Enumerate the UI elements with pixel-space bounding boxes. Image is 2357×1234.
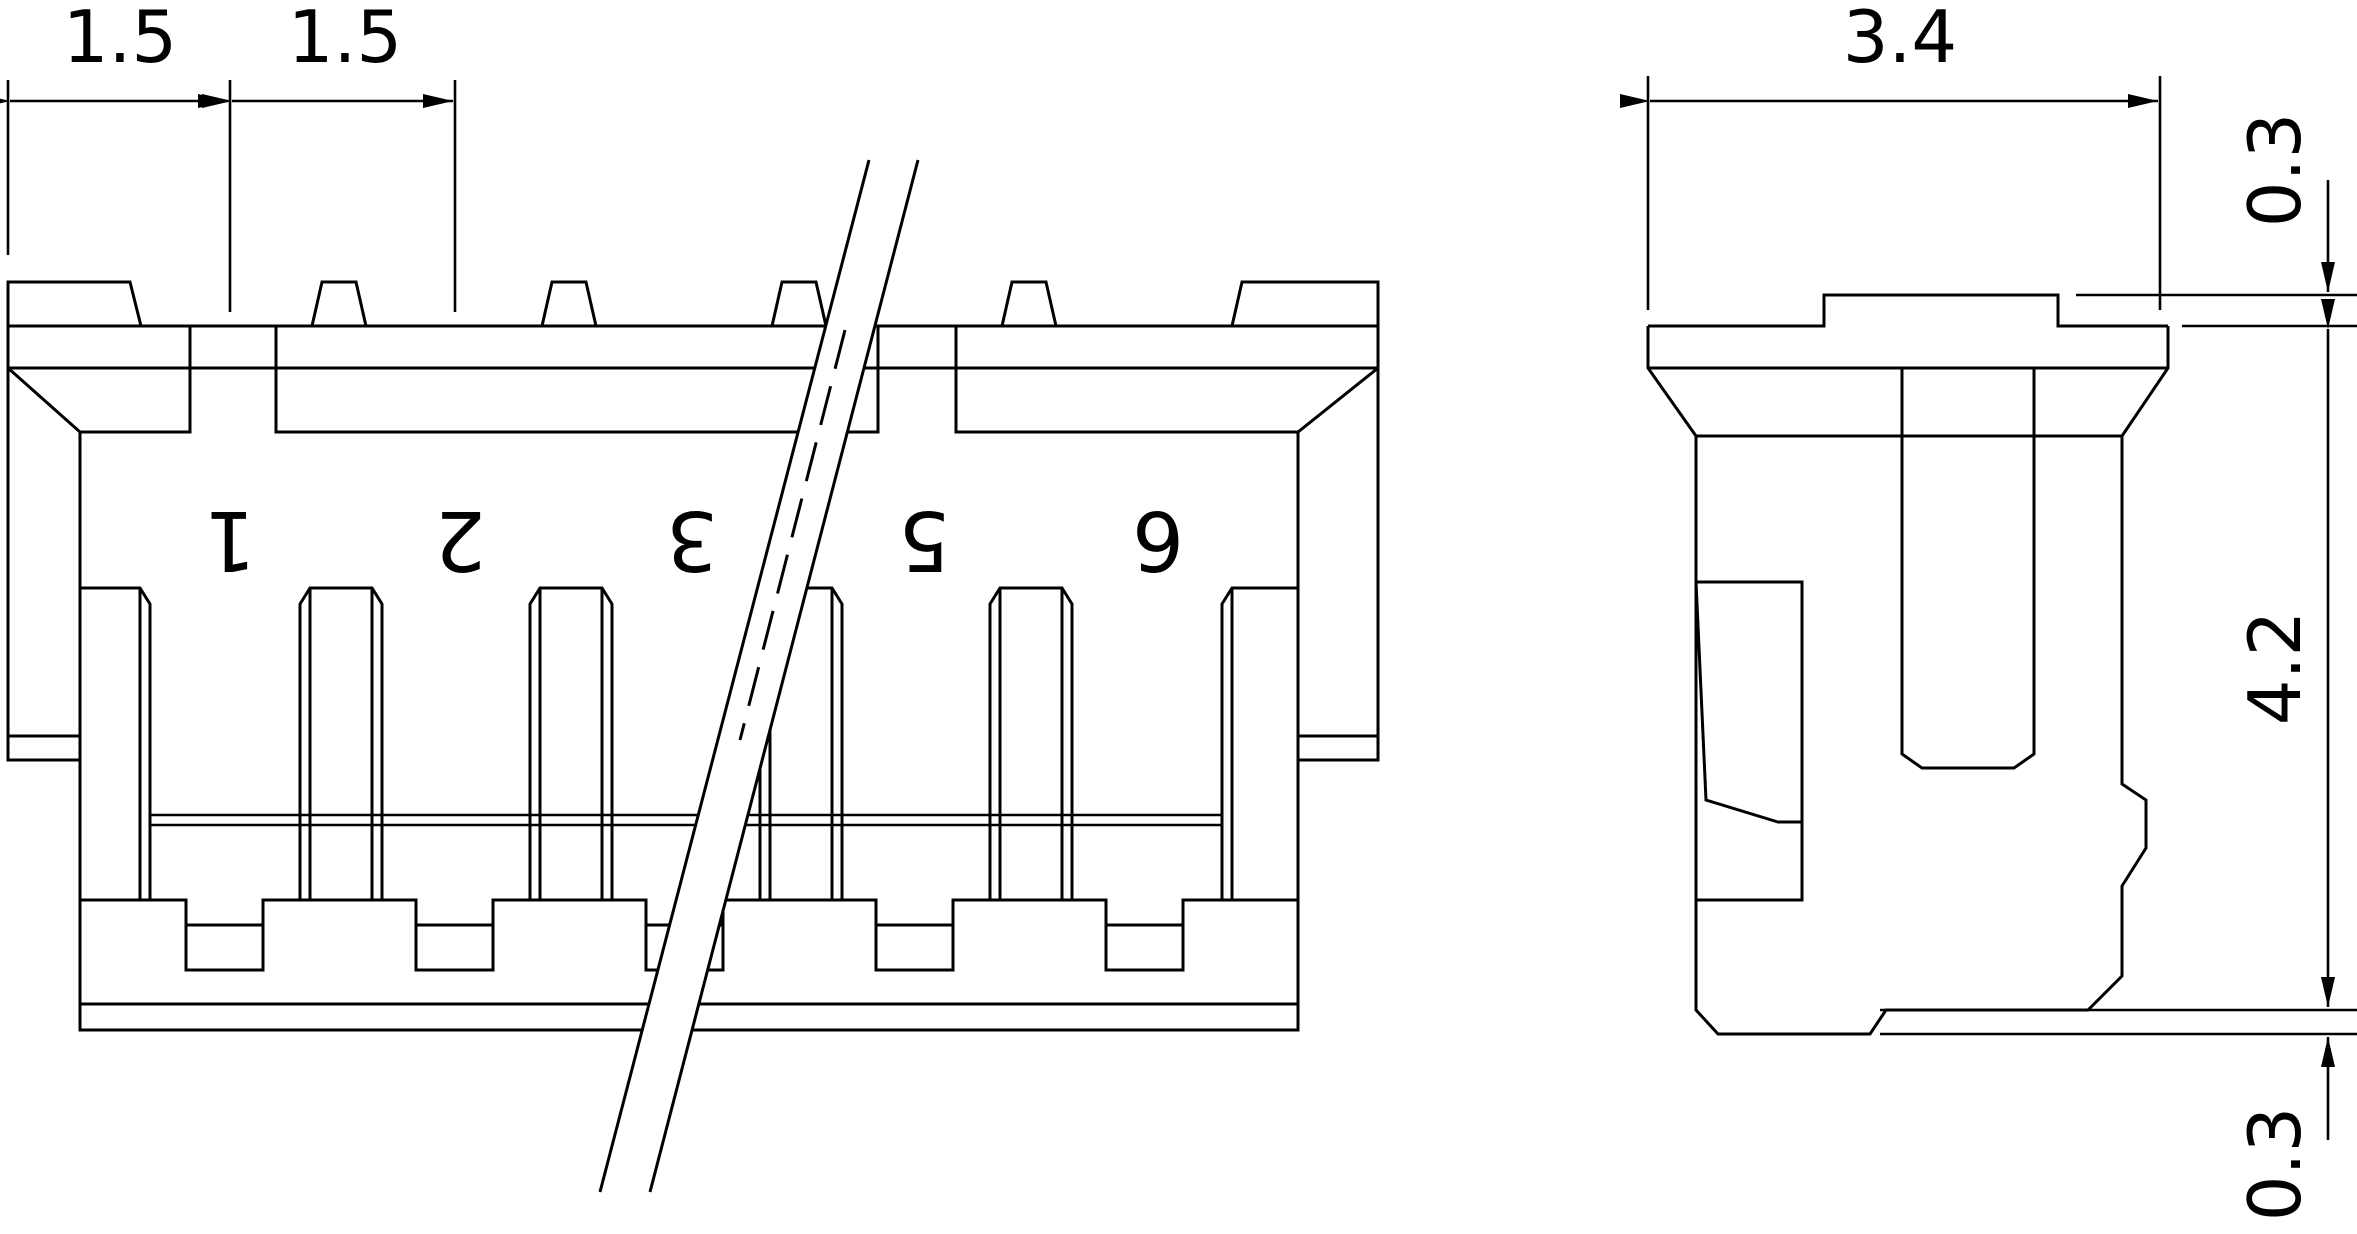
break-line-right (648, 159, 920, 1193)
dim-pitch-1: 1.5 (63, 0, 178, 79)
upper-housing (6, 326, 1380, 434)
side-view (1646, 293, 2170, 1036)
side-top-step (1648, 293, 2168, 328)
dim-pitch-2: 1.5 (288, 0, 403, 79)
side-inner-slot (1900, 368, 2036, 770)
pin-label-5: 5 (898, 492, 950, 587)
pin-label-2: 2 (434, 492, 486, 587)
dim-height: 4.2 (2233, 611, 2317, 726)
pin-labels: 1 2 3 5 6 (204, 492, 1184, 587)
side-dimensions: 3.4 0.3 4.2 0.3 (1620, 0, 2357, 1222)
pin-label-3: 3 (666, 492, 718, 587)
contact-slots (80, 586, 1298, 900)
dim-width: 3.4 (1843, 0, 1958, 79)
dim-bottom-offset: 0.3 (2233, 1107, 2317, 1222)
top-bumps-outline (6, 280, 1380, 327)
side-latch (1694, 580, 1804, 902)
dim-top-offset: 0.3 (2233, 113, 2317, 228)
break-line-left (598, 159, 871, 1193)
pin-label-6: 6 (1132, 492, 1184, 587)
front-dimensions: 1.5 1.5 (0, 0, 457, 312)
pin-label-1: 1 (204, 492, 256, 587)
front-view: 1 2 3 5 6 (6, 159, 1380, 1193)
side-outline (1646, 326, 2170, 1036)
